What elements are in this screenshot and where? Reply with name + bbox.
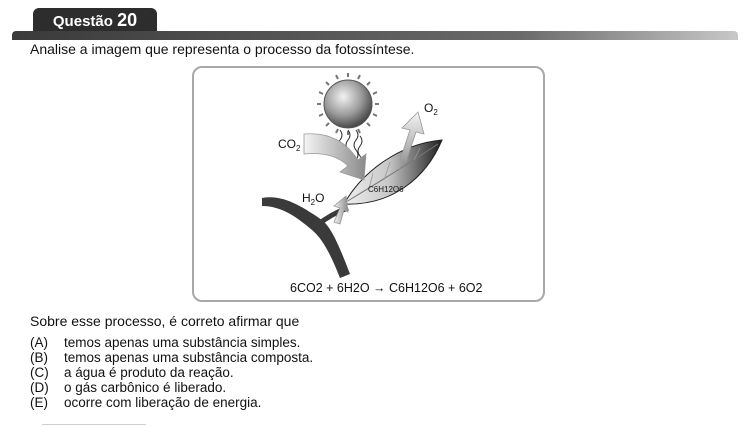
option-letter: (B) (30, 350, 48, 365)
question-prefix: Questão (52, 13, 113, 30)
co2-arrow (303, 133, 367, 181)
option-e[interactable]: (E) ocorre com liberação de energia. (30, 395, 313, 410)
option-b[interactable]: (B) temos apenas uma substância composta… (30, 350, 313, 365)
option-text: temos apenas uma substância simples. (64, 335, 301, 350)
o2-label: O2 (424, 101, 438, 117)
question-label: Questão 20 (33, 8, 157, 32)
option-letter: (C) (30, 365, 49, 380)
option-text: ocorre com liberação de energia. (64, 395, 262, 410)
o2-arrow (399, 111, 425, 163)
photosynthesis-diagram: O2 CO2 H2O C6H12O6 6CO2 + 6H2O → C6H12O6… (262, 73, 483, 295)
glucose-label: C6H12O6 (368, 185, 404, 194)
option-c[interactable]: (C) a água é produto da reação. (30, 365, 313, 380)
option-letter: (E) (30, 395, 48, 410)
h2o-label: H2O (302, 191, 324, 207)
option-d[interactable]: (D) o gás carbônico é liberado. (30, 380, 313, 395)
question-number: 20 (117, 10, 138, 30)
intro-text: Analise a imagem que representa o proces… (30, 41, 415, 57)
leaf (343, 139, 443, 205)
option-a[interactable]: (A) temos apenas uma substância simples. (30, 335, 313, 350)
option-text: a água é produto da reação. (64, 365, 234, 380)
sun-icon (317, 73, 379, 135)
branch (262, 197, 350, 278)
header-rule (12, 31, 738, 40)
h2o-arrow (333, 195, 349, 225)
option-letter: (A) (30, 335, 48, 350)
footer-divider (42, 424, 146, 425)
option-text: o gás carbônico é liberado. (64, 380, 227, 395)
answer-options: (A) temos apenas uma substância simples.… (30, 335, 313, 410)
question-stem: Sobre esse processo, é correto afirmar q… (30, 313, 300, 329)
photosynthesis-figure: O2 CO2 H2O C6H12O6 6CO2 + 6H2O → C6H12O6… (192, 66, 545, 302)
equation: 6CO2 + 6H2O → C6H12O6 + 6O2 (290, 281, 483, 295)
option-letter: (D) (30, 380, 49, 395)
question-header: Questão 20 (0, 0, 751, 50)
co2-label: CO2 (278, 137, 301, 153)
option-text: temos apenas uma substância composta. (64, 350, 314, 365)
